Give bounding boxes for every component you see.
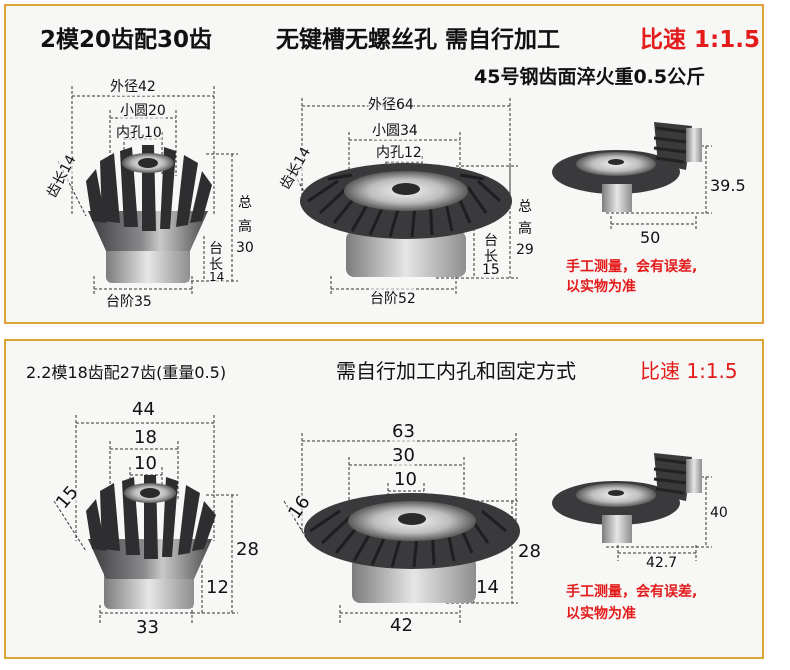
gear-pair-image xyxy=(552,122,702,212)
large-bevel-gear-image xyxy=(304,493,520,603)
step-length-label-3: 14 xyxy=(209,270,225,284)
total-height-label-3: 30 xyxy=(236,240,254,256)
step-diameter-label: 42 xyxy=(390,615,413,636)
pair-height-label: 40 xyxy=(710,505,728,521)
step-length-label: 14 xyxy=(476,577,499,598)
small-bevel-gear-image xyxy=(86,145,212,283)
large-bevel-gear-image xyxy=(300,163,512,277)
step-diameter-label: 33 xyxy=(136,617,159,638)
panel-title: 2.2模18齿配27齿(重量0.5) xyxy=(26,363,227,382)
bore-label: 10 xyxy=(394,469,417,490)
bore-label: 10 xyxy=(134,453,157,474)
step-length-label-1: 台 xyxy=(484,230,498,250)
step-diameter-label: 台阶52 xyxy=(370,288,416,308)
bore-label: 内孔12 xyxy=(376,142,422,162)
step-length-label: 12 xyxy=(206,577,229,598)
measurement-note-2: 以实物为准 xyxy=(566,279,636,295)
total-height-label-2: 高 xyxy=(238,216,252,236)
small-circle-label: 18 xyxy=(134,427,157,448)
measurement-note: 手工测量，会有误差, xyxy=(566,259,698,275)
total-height-label: 28 xyxy=(518,541,541,562)
total-height-label: 28 xyxy=(236,539,259,560)
small-circle-label: 30 xyxy=(392,445,415,466)
outer-diameter-label: 外径42 xyxy=(110,76,156,96)
ratio-label: 比速 1:1.5 xyxy=(640,27,760,53)
gear-pair-image xyxy=(552,453,702,543)
panel-subtitle: 需自行加工内孔和固定方式 xyxy=(336,359,576,383)
small-bevel-gear-image xyxy=(86,475,216,609)
panel-subtitle: 无键槽无螺丝孔 需自行加工 xyxy=(276,27,561,53)
total-height-label-3: 29 xyxy=(516,242,534,258)
step-length-label-2: 长 xyxy=(484,246,498,266)
total-height-label-1: 总 xyxy=(238,192,252,212)
pair-height-label: 39.5 xyxy=(710,176,746,195)
small-circle-label: 小圆20 xyxy=(120,100,166,120)
measurement-note-2: 以实物为准 xyxy=(566,606,636,622)
material-label: 45号钢齿面淬火重0.5公斤 xyxy=(474,66,706,88)
small-circle-label: 小圆34 xyxy=(372,120,418,140)
step-length-label-3: 15 xyxy=(482,262,500,278)
measurement-note: 手工测量，会有误差, xyxy=(566,584,698,600)
ratio-label: 比速 1:1.5 xyxy=(640,359,738,383)
panel-spec-2-module: 2模20齿配30齿 无键槽无螺丝孔 需自行加工 比速 1:1.5 45号钢齿面淬… xyxy=(4,4,764,324)
outer-diameter-label: 44 xyxy=(132,399,155,420)
step-diameter-label: 台阶35 xyxy=(106,291,152,311)
pair-width-label: 42.7 xyxy=(646,555,678,571)
step-length-label-1: 台 xyxy=(209,238,223,258)
pair-width-label: 50 xyxy=(640,228,661,247)
bore-label: 内孔10 xyxy=(116,122,162,142)
panel-title: 2模20齿配30齿 xyxy=(40,27,213,53)
step-length-label-2: 长 xyxy=(209,254,223,274)
outer-diameter-label: 63 xyxy=(392,421,415,442)
panel-spec-2-2-module: 2.2模18齿配27齿(重量0.5) 需自行加工内孔和固定方式 比速 1:1.5 xyxy=(4,339,764,659)
total-height-label-1: 总 xyxy=(518,196,532,216)
outer-diameter-label: 外径64 xyxy=(368,94,414,114)
total-height-label-2: 高 xyxy=(518,218,532,238)
